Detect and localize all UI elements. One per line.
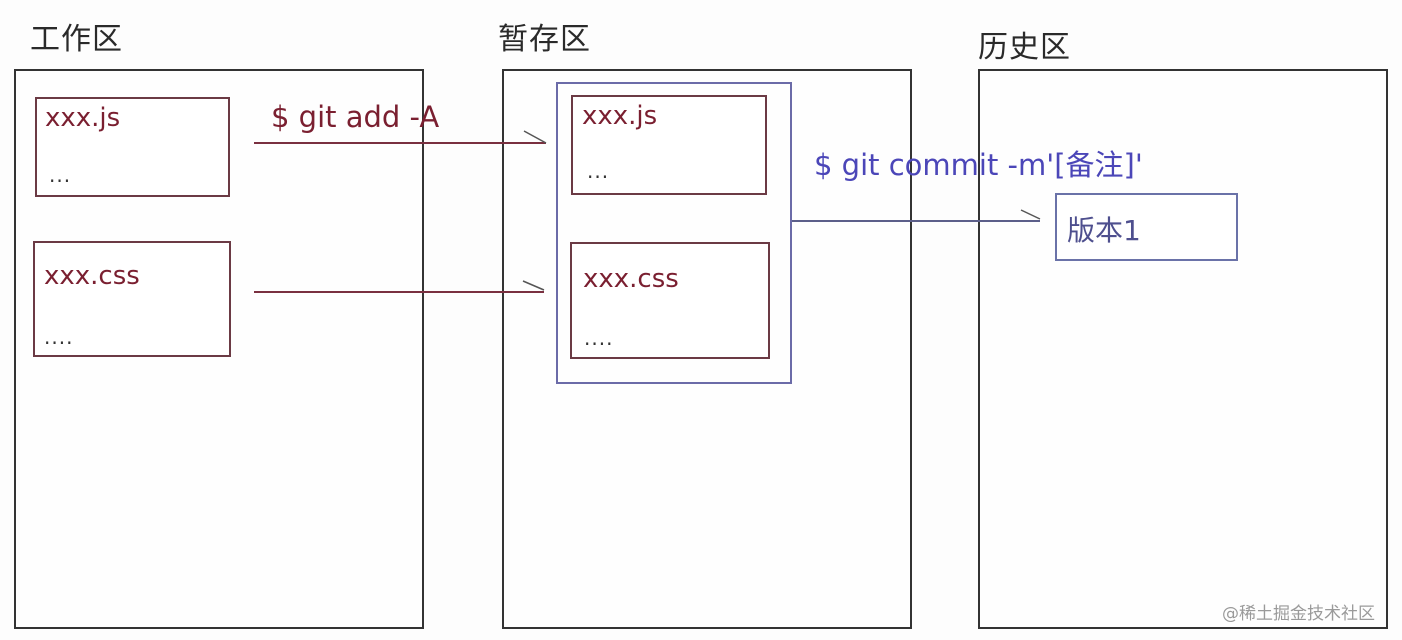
working-file-css: xxx.css ....	[33, 241, 231, 357]
working-file-js: xxx.js ...	[35, 97, 230, 197]
add-arrow-js	[254, 130, 547, 144]
working-zone-title: 工作区	[30, 22, 123, 57]
version-label: 版本1	[1067, 214, 1141, 247]
staged-file-js: xxx.js ...	[571, 95, 767, 195]
file-body: ....	[44, 325, 74, 349]
file-body: ....	[584, 326, 614, 350]
file-name: xxx.css	[44, 261, 140, 291]
file-body: ...	[587, 159, 610, 183]
staged-file-css: xxx.css ....	[570, 242, 770, 359]
file-name: xxx.js	[45, 103, 121, 133]
git-commit-command: $ git commit -m'[备注]'	[814, 148, 1143, 182]
history-zone-title: 历史区	[978, 30, 1071, 65]
commit-arrow	[792, 209, 1041, 222]
add-arrow-css	[254, 280, 545, 293]
history-zone	[978, 69, 1388, 629]
staged-files-group	[556, 82, 792, 384]
history-version-1: 版本1	[1055, 193, 1238, 261]
file-name: xxx.css	[583, 264, 679, 294]
file-body: ...	[49, 163, 72, 187]
git-add-command: $ git add -A	[271, 100, 440, 134]
file-name: xxx.js	[582, 101, 658, 131]
watermark: @稀土掘金技术社区	[1222, 604, 1375, 624]
staging-zone-title: 暂存区	[498, 22, 591, 57]
